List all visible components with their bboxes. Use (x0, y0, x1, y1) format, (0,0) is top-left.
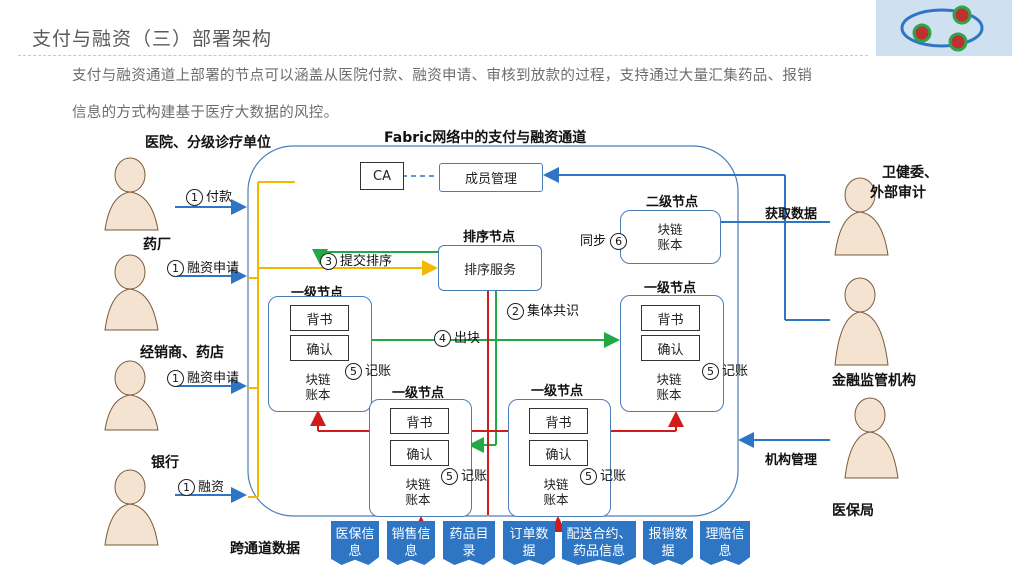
channel-boundary (247, 145, 739, 517)
data-tab: 销售信息 (387, 521, 435, 565)
actor-financial-regulator: 金融监管机构 (832, 373, 916, 389)
data-tab: 医保信息 (331, 521, 379, 565)
order-service-box: 排序服务 (438, 245, 542, 291)
endorse-box: 背书 (290, 305, 349, 331)
actor-distributor: 经销商、药店 (140, 345, 224, 361)
person-icon (104, 360, 159, 431)
channel-title: Fabric网络中的支付与融资通道 (384, 130, 587, 146)
endorse-box: 背书 (641, 305, 700, 331)
level2-ledger: 块链账本 (657, 222, 683, 252)
ca-box: CA (360, 162, 404, 190)
person-icon (104, 254, 159, 331)
endorse-box: 背书 (529, 408, 588, 434)
actor-pharma: 药厂 (143, 237, 171, 253)
ledger: 块链账本 (656, 372, 682, 402)
actor-external-audit: 外部审计 (870, 185, 926, 201)
level1-node-b-title: 一级节点 (644, 281, 697, 296)
person-icon (834, 277, 889, 366)
intro-line-2: 信息的方式构建基于医疗大数据的风控。 (72, 105, 339, 121)
data-tab: 配送合约、药品信息 (562, 521, 636, 565)
data-tab: 理赔信息 (700, 521, 750, 565)
confirm-box: 确认 (529, 440, 588, 466)
title-divider (18, 55, 868, 56)
network-logo (876, 0, 1012, 56)
person-icon (104, 469, 159, 546)
org-management-label: 机构管理 (765, 453, 818, 468)
actor-medical-insurance-bureau: 医保局 (832, 503, 874, 519)
level2-node-title: 二级节点 (646, 195, 699, 210)
order-node-title: 排序节点 (463, 230, 516, 245)
member-management-box: 成员管理 (439, 163, 543, 192)
actor-bank: 银行 (151, 455, 179, 471)
cross-channel-label: 跨通道数据 (230, 541, 300, 557)
data-tab: 药品目录 (443, 521, 495, 565)
confirm-box: 确认 (290, 335, 349, 361)
ledger: 块链账本 (405, 477, 431, 507)
actor-hospital: 医院、分级诊疗单位 (145, 135, 271, 151)
network-logo-icon (900, 5, 984, 52)
level1-node-d-title: 一级节点 (531, 384, 584, 399)
page-title: 支付与融资（三）部署架构 (32, 28, 273, 50)
data-tab: 报销数据 (643, 521, 693, 565)
ledger: 块链账本 (543, 477, 569, 507)
level1-node-c-title: 一级节点 (392, 386, 445, 401)
person-icon (104, 157, 159, 231)
data-tab: 订单数据 (503, 521, 555, 565)
person-icon (834, 177, 889, 256)
endorse-box: 背书 (390, 408, 449, 434)
level2-node-box (620, 210, 721, 264)
person-icon (844, 397, 899, 479)
fetch-data-label: 获取数据 (765, 207, 818, 222)
actor-health-commission: 卫健委、 (882, 165, 938, 181)
confirm-box: 确认 (390, 440, 449, 466)
ledger: 块链账本 (305, 372, 331, 402)
confirm-box: 确认 (641, 335, 700, 361)
intro-line-1: 支付与融资通道上部署的节点可以涵盖从医院付款、融资申请、审核到放款的过程，支持通… (72, 68, 812, 84)
step-sync: 同步 6 (580, 230, 630, 250)
